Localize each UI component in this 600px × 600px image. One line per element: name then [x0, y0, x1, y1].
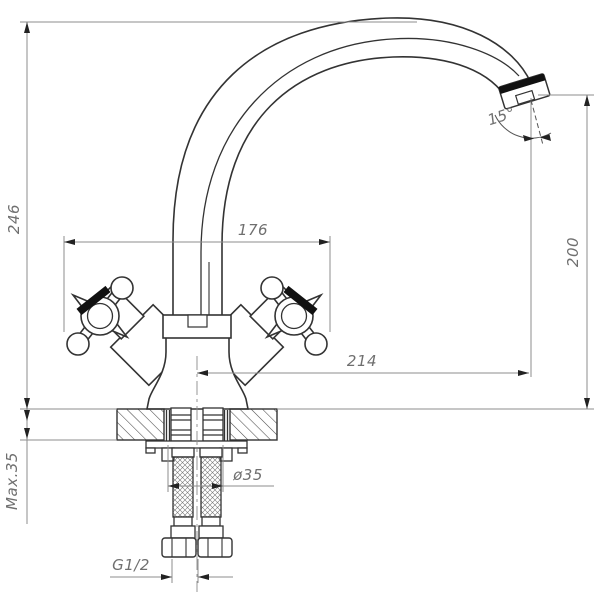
- dim-label-176: 176: [238, 221, 268, 239]
- right-handle-index-band: [283, 285, 318, 316]
- supply-hoses: [170, 456, 224, 539]
- dim-overall-height: 246: [5, 21, 417, 409]
- dim-label-g12: G1/2: [112, 556, 150, 574]
- dim-label-200: 200: [564, 237, 582, 267]
- countertop-section: [20, 408, 594, 441]
- dim-label-246: 246: [5, 204, 23, 234]
- right-cross-handle: [260, 276, 328, 356]
- left-handle-index-band: [76, 285, 111, 316]
- flange-plate: [145, 440, 248, 454]
- aerator-outlet: [498, 73, 551, 110]
- dim-label-max35: Max.35: [3, 452, 21, 510]
- dim-label-214: 214: [347, 352, 377, 370]
- connection-nuts: [161, 537, 233, 558]
- dim-hole-diameter: ø35: [167, 445, 274, 492]
- dim-spout-angle: 15°: [485, 98, 552, 377]
- spout: [172, 17, 532, 341]
- dim-deck-thickness: Max.35: [3, 409, 30, 524]
- dim-label-dia35: ø35: [232, 466, 263, 484]
- dim-outlet-height: 200: [538, 94, 594, 409]
- left-cross-handle: [66, 276, 134, 356]
- spout-joint-collar: [162, 314, 232, 339]
- aerator-top-band: [498, 73, 546, 94]
- dim-handle-span: 176: [63, 221, 331, 332]
- dim-label-15deg: 15°: [485, 103, 517, 129]
- dim-thread-size: G1/2: [110, 556, 233, 583]
- dim-spout-reach: 214: [197, 352, 529, 376]
